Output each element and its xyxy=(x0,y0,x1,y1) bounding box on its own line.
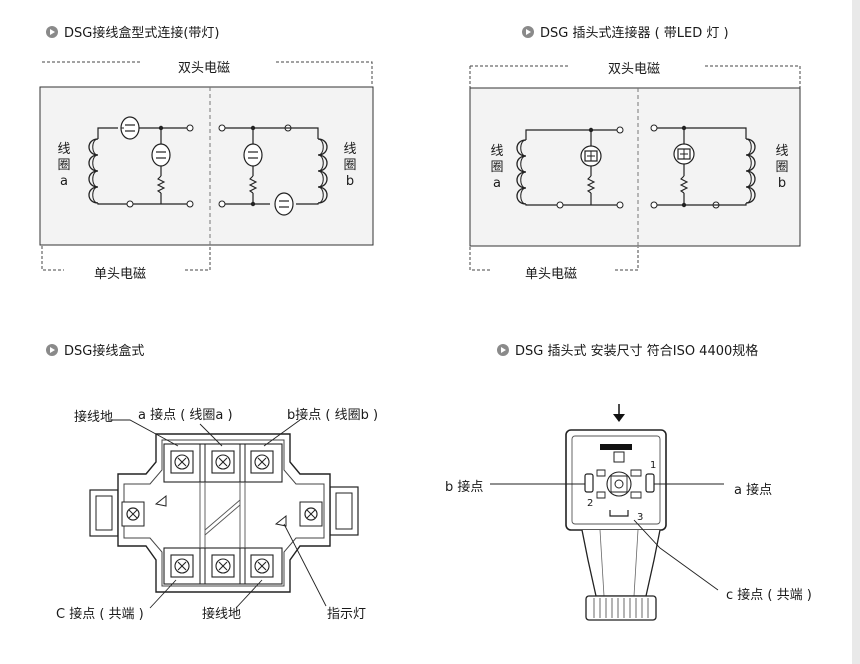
header-junction-box: DSG接线盒式 xyxy=(46,340,144,359)
bullet-icon xyxy=(46,25,58,38)
header-plug-with-led: DSG 插头式连接器 ( 带LED 灯 ) xyxy=(522,22,729,41)
header-junction-with-lamp: DSG接线盒型式连接(带灯) xyxy=(46,22,219,41)
label-ground-bottom: 接线地 xyxy=(202,607,242,622)
label-ground-top: 接线地 xyxy=(74,410,114,425)
bullet-icon xyxy=(522,25,534,38)
header-text: DSG 插头式连接器 ( 带LED 灯 ) xyxy=(540,26,729,41)
header-text: DSG接线盒型式连接(带灯) xyxy=(64,26,220,41)
label-double-solenoid-left: 双头电磁 xyxy=(178,61,231,76)
label-single-solenoid-left: 单头电磁 xyxy=(94,267,147,282)
label-plug-contact-c: c 接点 ( 共端 ) xyxy=(726,588,812,603)
panel-left-wiring xyxy=(39,61,374,271)
label-contact-c: C 接点 ( 共端 ) xyxy=(56,607,144,622)
right-edge-strip xyxy=(852,0,860,664)
header-text: DSG接线盒式 xyxy=(64,344,145,359)
label-double-solenoid-right: 双头电磁 xyxy=(608,62,661,77)
label-single-solenoid-right: 单头电磁 xyxy=(525,267,578,282)
label-pin-1: 1 xyxy=(650,460,657,471)
bullet-icon xyxy=(497,343,509,356)
label-plug-contact-b: b 接点 xyxy=(445,480,484,495)
label-pin-2: 2 xyxy=(587,498,594,509)
label-pin-3: 3 xyxy=(637,512,644,523)
label-contact-a: a 接点 ( 线圈a ) xyxy=(138,408,233,423)
header-text: DSG 插头式 安装尺寸 符合ISO 4400规格 xyxy=(515,344,759,359)
label-contact-b: b接点 ( 线圈b ) xyxy=(287,408,379,423)
plug-connector-drawing xyxy=(490,404,724,621)
label-indicator-lamp: 指示灯 xyxy=(327,607,367,622)
header-plug-iso: DSG 插头式 安装尺寸 符合ISO 4400规格 xyxy=(497,340,758,359)
junction-box-drawing xyxy=(89,419,359,609)
bullet-icon xyxy=(46,343,58,356)
panel-right-wiring xyxy=(469,65,801,271)
label-plug-contact-a: a 接点 xyxy=(734,483,773,498)
